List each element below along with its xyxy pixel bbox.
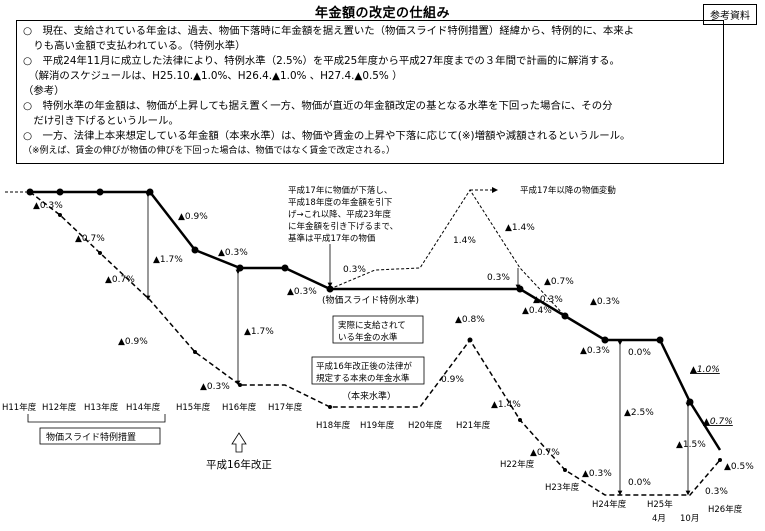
svg-text:に年金額を引き下げるまで、: に年金額を引き下げるまで、 xyxy=(288,221,398,232)
x-label: 4月 xyxy=(652,514,666,524)
up-arrow-icon xyxy=(231,432,247,453)
future-price-line xyxy=(329,189,566,317)
pct-label: 0.3% xyxy=(343,265,366,275)
explanation-line: ○ 特例水準の年金額は、物価が上昇しても据え置く一方、物価が直近の年金額改定の基… xyxy=(23,100,613,112)
actual-level-box xyxy=(332,315,424,344)
pct-label: ▲0.4% xyxy=(522,306,552,316)
explanation-line: だけ引き下げるというルール。 xyxy=(23,115,179,127)
x-label: H13年度 xyxy=(84,402,119,413)
x-label: H19年度 xyxy=(360,420,395,431)
x-label: H22年度 xyxy=(500,459,535,470)
pct-label: ▲1.7% xyxy=(153,255,183,265)
x-label: 10月 xyxy=(680,514,699,524)
pct-label: ▲1.7% xyxy=(244,327,274,337)
svg-text:物価スライド特例措置: 物価スライド特例措置 xyxy=(46,431,136,443)
svg-text:基準は平成17年の物価: 基準は平成17年の物価 xyxy=(288,233,376,244)
pct-label: ▲0.8% xyxy=(455,315,485,325)
pct-label: ▲0.7% xyxy=(544,277,574,287)
pct-label: ▲1.4% xyxy=(505,223,535,233)
tokurei-label: (物価スライド特例水準) xyxy=(322,294,419,306)
pct-label: ▲1.4% xyxy=(491,400,521,410)
svg-text:平成17年に物価が下落し、: 平成17年に物価が下落し、 xyxy=(288,185,392,196)
svg-text:平成16年改正後の法律が: 平成16年改正後の法律が xyxy=(316,361,412,372)
h16-revision-label: 平成16年改正 xyxy=(206,458,272,471)
pct-label: 0.3% xyxy=(487,273,510,283)
x-axis-labels: H11年度 H12年度 H13年度 H14年度 H15年度 H16年度 H17年… xyxy=(2,402,743,524)
pct-label: ▲0.3% xyxy=(590,297,620,307)
explanation-line: ○ 現在、支給されている年金は、過去、物価下落時に年金額を据え置いた（物価スライ… xyxy=(23,25,635,37)
h17-note: 平成17年に物価が下落し、 平成18年度の年金額を引下 げ→これ以降、平成23年… xyxy=(288,185,398,244)
x-label: H18年度 xyxy=(316,420,351,431)
pct-label: ▲0.3% xyxy=(287,287,317,297)
sochi-bracket xyxy=(27,414,166,423)
x-label: H24年度 xyxy=(592,499,627,510)
x-label: H21年度 xyxy=(456,420,491,431)
explanation-line: ○ 一方、法律上本来想定している年金額（本来水準）は、物価や賃金の上昇や下落に応… xyxy=(23,130,631,142)
future-price-note: 平成17年以降の物価変動 xyxy=(520,185,616,196)
pct-label: ▲1.5% xyxy=(676,440,706,450)
x-label: H20年度 xyxy=(408,420,443,431)
reference-badge: 参考資料 xyxy=(703,4,757,25)
x-label: H23年度 xyxy=(545,482,580,493)
pct-label: ▲2.5% xyxy=(624,408,654,418)
explanation-line: （参考） xyxy=(23,85,65,97)
honrai-label: （本来水準） xyxy=(342,390,396,402)
x-label: H16年度 xyxy=(222,402,257,413)
svg-text:げ→これ以降、平成23年度: げ→これ以降、平成23年度 xyxy=(288,209,391,220)
pct-label: ▲0.3% xyxy=(580,346,610,356)
pct-label: ▲0.3% xyxy=(218,248,248,258)
x-label: H12年度 xyxy=(42,402,77,413)
page-title: 年金額の改定の仕組み xyxy=(314,6,450,21)
pct-label: ▲0.7% xyxy=(530,448,560,458)
svg-text:規定する本来の年金水準: 規定する本来の年金水準 xyxy=(316,373,410,384)
pct-labels: ▲0.3% ▲0.7% ▲0.7% ▲0.9% ▲1.7% ▲0.9% ▲0.3… xyxy=(33,201,754,497)
explanation-line: りも高い金額で支払われている。（特例水準） xyxy=(23,40,246,52)
svg-text:平成18年度の年金額を引下: 平成18年度の年金額を引下 xyxy=(288,197,393,208)
sochi-box xyxy=(39,427,161,445)
pct-label: ▲0.3% xyxy=(200,382,230,392)
explanation-line: （解消のスケジュールは、H25.10.▲1.0%、H26.4.▲1.0% 、H2… xyxy=(23,70,403,82)
pct-label: 0.9% xyxy=(441,375,464,385)
x-label: H25年 xyxy=(647,499,673,510)
honrai-desc-box xyxy=(311,356,425,385)
x-label: H15年度 xyxy=(176,402,211,413)
explanation-note: （※例えば、賃金の伸びが物価の伸びを下回った場合は、物価ではなく賃金で改定される… xyxy=(23,146,396,156)
svg-text:実際に支給されて: 実際に支給されて xyxy=(338,320,406,331)
pct-label: ▲0.5% xyxy=(724,462,754,472)
pct-label: ▲0.7% xyxy=(75,234,105,244)
pct-label: ▲1.0% xyxy=(690,365,720,375)
pct-label: ▲0.7% xyxy=(105,275,135,285)
pct-label: ▲0.3% xyxy=(582,469,612,479)
x-label: H17年度 xyxy=(268,402,303,413)
honrai-line xyxy=(29,191,721,496)
explanation-line: ○ 平成24年11月に成立した法律により、特例水準（2.5%）を平成25年度から… xyxy=(23,55,620,67)
x-label: H26年度 xyxy=(708,504,743,515)
pct-label: ▲0.9% xyxy=(118,337,148,347)
pct-label: ▲0.9% xyxy=(178,212,208,222)
pct-label: 0.0% xyxy=(628,478,651,488)
pct-label: ▲0.7% xyxy=(703,417,733,427)
pct-label: ▲0.3% xyxy=(533,295,563,305)
pct-label: 1.4% xyxy=(453,236,476,246)
pct-label: 0.0% xyxy=(628,348,651,358)
tokurei-line xyxy=(30,190,722,451)
explanation-box: ○ 現在、支給されている年金は、過去、物価下落時に年金額を据え置いた（物価スライ… xyxy=(16,20,724,164)
svg-text:いる年金の水準: いる年金の水準 xyxy=(338,332,398,343)
pct-label: 0.3% xyxy=(705,487,728,497)
x-label: H14年度 xyxy=(126,402,161,413)
x-label: H11年度 xyxy=(2,402,37,413)
pct-label: ▲0.3% xyxy=(33,201,63,211)
